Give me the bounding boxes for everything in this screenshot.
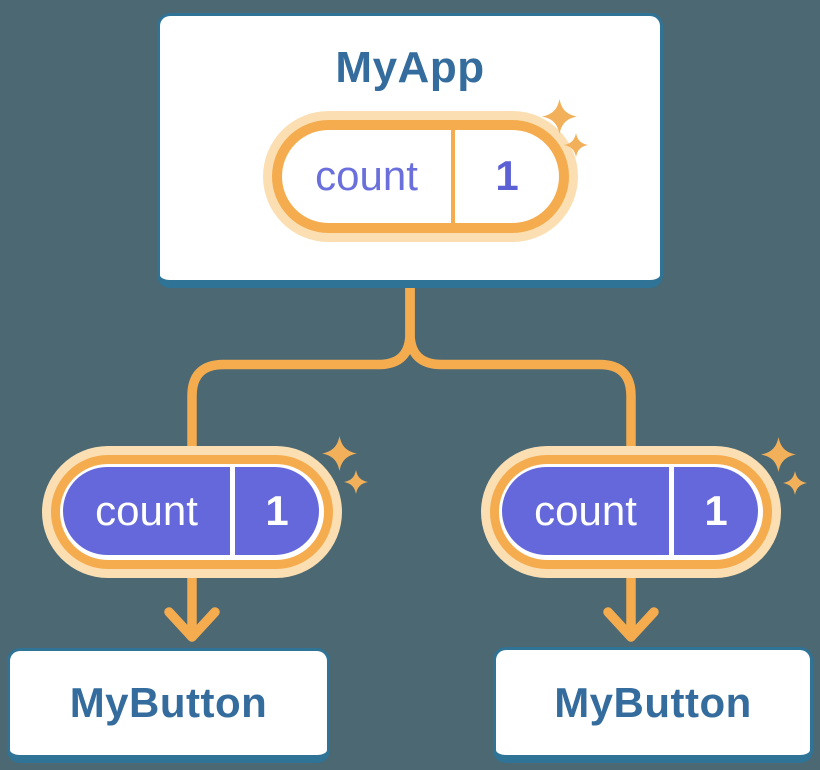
component-card-child-left: MyButton	[7, 648, 330, 763]
state-pill-core: count 1	[63, 467, 319, 555]
state-pill-core: count 1	[502, 467, 758, 555]
state-pill-divider	[451, 129, 455, 223]
state-pill-divider	[230, 467, 235, 555]
sparkle-icon	[783, 471, 807, 495]
component-title-root: MyApp	[335, 43, 485, 92]
component-card-root: MyApp count 1	[157, 13, 663, 288]
state-name: count	[534, 487, 637, 534]
state-pill-core: count 1	[282, 129, 559, 223]
component-title-child-right: MyButton	[554, 678, 752, 726]
state-pill-ring: count 1	[490, 455, 772, 569]
state-name: count	[95, 487, 198, 534]
sparkle-icon	[542, 99, 577, 134]
sparkle-icon	[761, 437, 796, 472]
state-value: 1	[704, 487, 728, 534]
component-card-child-right: MyButton	[493, 647, 813, 763]
state-pill-root: count 1	[263, 110, 578, 242]
state-value: 1	[495, 152, 519, 200]
sparkle-icon	[344, 470, 368, 494]
sparkle-icon	[564, 133, 588, 157]
state-value: 1	[265, 487, 289, 534]
state-pill-child-right: count 1	[481, 446, 781, 578]
component-title-child-left: MyButton	[69, 679, 268, 726]
state-pill-ring: count 1	[51, 455, 333, 569]
state-pill-divider	[669, 467, 674, 555]
state-name: count	[315, 152, 418, 200]
sparkle-icon	[322, 436, 357, 471]
state-pill-child-left: count 1	[42, 446, 342, 578]
right-branch-connector	[405, 282, 636, 636]
state-pill-ring: count 1	[272, 119, 569, 233]
left-arrowhead-icon	[164, 607, 220, 642]
right-arrowhead-icon	[603, 607, 659, 642]
